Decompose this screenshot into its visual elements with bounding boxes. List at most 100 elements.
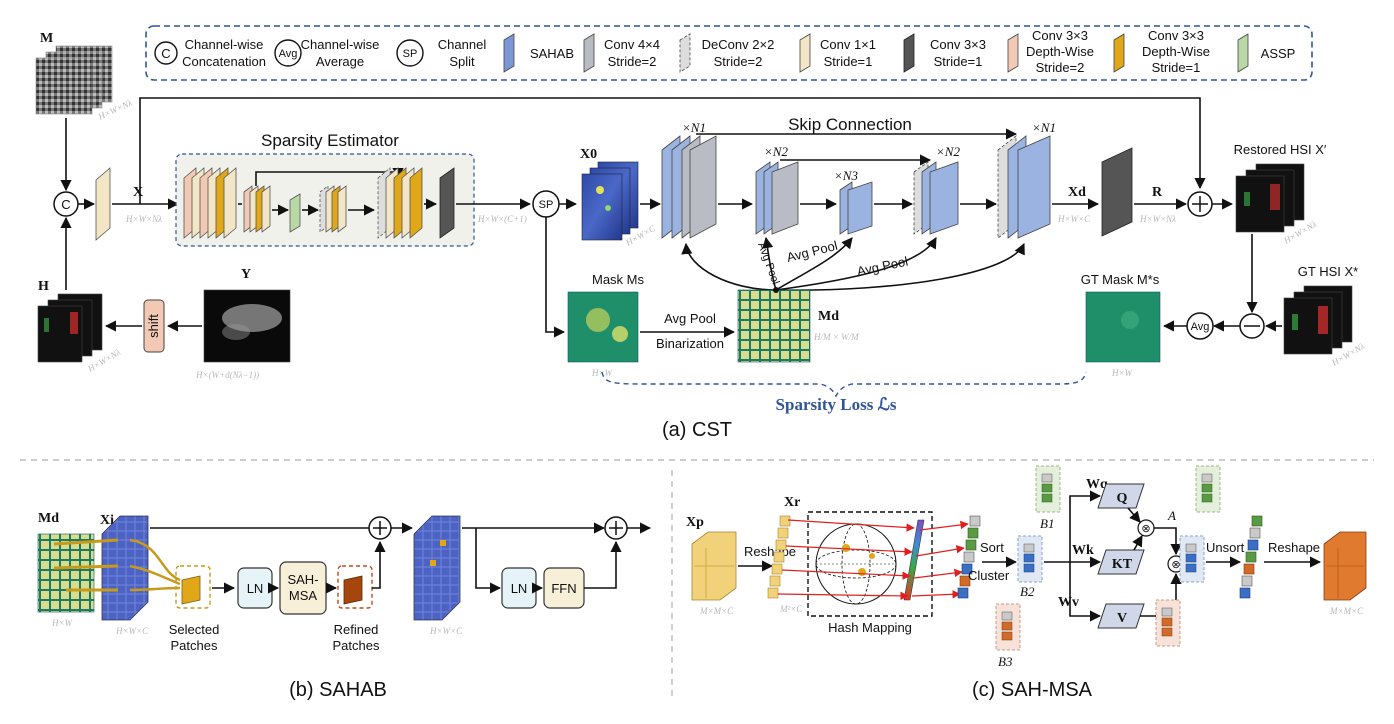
legend-conv11-1: Conv 1×1 — [820, 37, 876, 52]
conv33-block-icon — [903, 33, 915, 73]
legend-sp-symbol: SP — [403, 48, 418, 60]
avg-pool-label-2: Avg Pool — [785, 238, 839, 265]
se-out-dim: H×W×(C+1) — [477, 214, 527, 224]
x-dim: H×W×Nλ — [125, 214, 162, 224]
q-label: Q — [1117, 491, 1128, 506]
sahab-xi-dim: H×W×C — [115, 626, 149, 636]
se-decoder-small — [319, 185, 347, 233]
v-box — [1097, 603, 1145, 629]
sahmsa-panel: Xp M×M×C Reshape Xr M²×C Hash Mapping — [686, 465, 1367, 701]
gt-mask-label: GT Mask M*s — [1081, 272, 1160, 287]
selected-label-2: Patches — [171, 638, 218, 653]
legend-concat-label-2: Concatenation — [182, 54, 266, 69]
sparsity-estimator-title: Sparsity Estimator — [261, 131, 399, 150]
b1-label: B1 — [1040, 516, 1054, 531]
concat-node-symbol: C — [61, 197, 70, 212]
avg-symbol-icon — [274, 39, 302, 67]
ffn-label: FFN — [551, 581, 576, 596]
r-dim: H×W×Nλ — [1139, 214, 1176, 224]
refined-patches-icon — [343, 575, 363, 605]
q-box — [1097, 483, 1145, 509]
gt-mask-dim: H×W — [1111, 368, 1134, 378]
times-2: ⊗ — [1171, 559, 1180, 571]
bucket-1: B1 — [1035, 465, 1061, 531]
legend-sp-label-2: Split — [449, 54, 475, 69]
refined-label-1: Refined — [334, 622, 379, 637]
legend-deconv-1: DeConv 2×2 — [702, 37, 775, 52]
unsort-label: Unsort — [1206, 540, 1245, 555]
n1-left: ×N1 — [682, 120, 706, 135]
md-label: Md — [818, 309, 839, 324]
hash-mapping-label: Hash Mapping — [828, 620, 912, 635]
n1-right: ×N1 — [1032, 120, 1056, 135]
a-label: A — [1167, 508, 1176, 523]
avg-pool-label-3: Avg Pool — [856, 253, 910, 278]
sp-node-symbol: SP — [539, 199, 554, 211]
sahab-md-image — [37, 533, 95, 613]
unet-level2-right: ×N2 — [913, 144, 960, 235]
legend-sp-label-1: Channel — [438, 37, 487, 52]
md-dim: H/M × W/M — [813, 332, 859, 342]
h-label: H — [38, 279, 49, 294]
deconv-block-icon — [679, 33, 691, 73]
out-bucket-2 — [1179, 535, 1205, 583]
avg-pool-label-1: Avg Pool — [755, 241, 781, 286]
y-label: Y — [241, 267, 251, 282]
legend-deconv-2: Stride=2 — [714, 54, 763, 69]
out-bucket-3 — [1155, 599, 1181, 647]
bucket-3: B3 — [995, 603, 1021, 669]
b2-label: B2 — [1020, 584, 1035, 599]
xr-label: Xr — [784, 495, 800, 510]
sahab-panel: Md H×W Xi H×W×C Selected Patches LN SAH-… — [37, 511, 652, 701]
legend-conv44-1: Conv 4×4 — [604, 37, 660, 52]
cluster-label: Cluster — [968, 568, 1010, 583]
sahab-ln-2: LN — [511, 581, 528, 596]
xd-label: Xd — [1068, 185, 1086, 200]
legend-dw2-1: Conv 3×3 — [1032, 28, 1088, 43]
sahab-mid-block — [413, 515, 461, 621]
out-bucket-1 — [1195, 465, 1221, 513]
v-label: V — [1117, 611, 1127, 626]
xp-dim: M×M×C — [699, 606, 734, 616]
hash-bucket-bar — [903, 519, 925, 601]
wq-label: Wq — [1086, 477, 1108, 492]
xr-dim: M²×C — [779, 604, 803, 614]
se-decoder-large — [377, 167, 423, 239]
wk-label: Wk — [1072, 543, 1094, 558]
assp-block-icon — [1237, 33, 1249, 73]
wv-label: Wv — [1058, 595, 1079, 610]
mask-guidance-arrows: Avg Pool Avg Pool Avg Pool — [681, 236, 1025, 291]
dw1-block-icon — [1113, 33, 1125, 73]
sah-msa-label-1: SAH- — [287, 572, 318, 587]
legend-dw1-3: Stride=1 — [1152, 60, 1201, 75]
patch-selection-links — [53, 538, 181, 592]
legend-border — [145, 25, 1313, 81]
legend-concat-symbol: C — [161, 46, 170, 61]
sahab-ln-1: LN — [247, 581, 264, 596]
sp-symbol-icon — [396, 39, 424, 67]
reshape-label-2: Reshape — [1268, 540, 1320, 555]
kt-box — [1097, 549, 1145, 575]
legend-assp: ASSP — [1261, 46, 1296, 61]
legend-conv33-2: Stride=1 — [934, 54, 983, 69]
avg-node-symbol: Avg — [1191, 321, 1210, 333]
refined-label-2: Patches — [333, 638, 380, 653]
unet-level1-right: ×N1 — [997, 120, 1056, 239]
conv44-block-icon — [583, 33, 595, 73]
legend-conv44-2: Stride=2 — [608, 54, 657, 69]
se-out-conv — [439, 167, 455, 239]
xr-token-stack — [767, 515, 791, 599]
unet-bottleneck: ×N3 — [834, 168, 873, 235]
sahab-xi-label: Xi — [100, 513, 114, 528]
skip-connection-label: Skip Connection — [788, 115, 912, 134]
legend: C Channel-wise Concatenation Avg Channel… — [145, 25, 1313, 81]
hash-mapping-box — [807, 511, 933, 617]
gt-mask-image — [1085, 291, 1161, 363]
times-1: ⊗ — [1141, 523, 1150, 535]
legend-dw2-2: Depth-Wise — [1026, 44, 1094, 59]
y-dim: H×(W+d(Nλ−1)) — [195, 370, 259, 380]
legend-concat-label-1: Channel-wise — [185, 37, 264, 52]
selected-patches-box — [175, 565, 211, 609]
sort-label: Sort — [980, 540, 1004, 555]
